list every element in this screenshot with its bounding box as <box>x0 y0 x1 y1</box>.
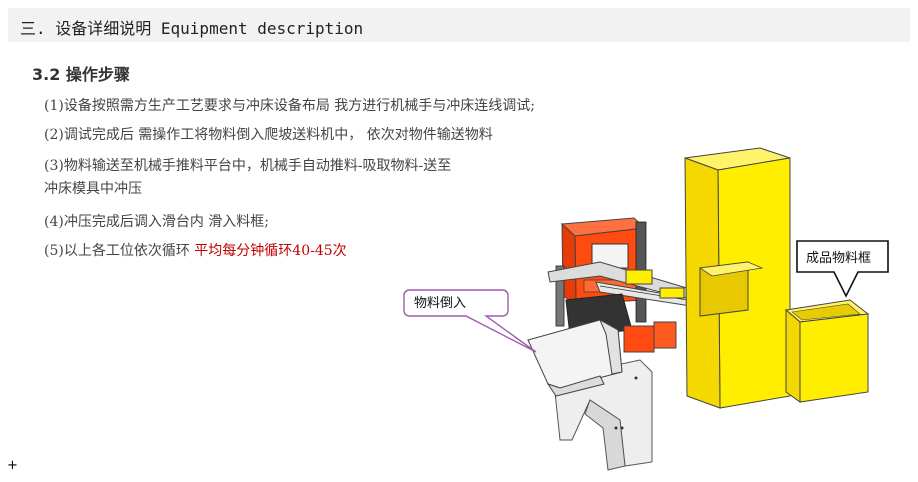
callout-material-in-text: 物料倒入 <box>414 296 466 311</box>
step-4: (4)冲压完成后调入滑台内 滑入料框; <box>44 214 269 230</box>
finished-product-box <box>784 299 870 403</box>
step-3-line-2: 冲床模具中冲压 <box>44 181 142 197</box>
step-5-highlight: 平均每分钟循环40-45次 <box>194 243 347 259</box>
callout-finished-box: 成品物料框 <box>796 240 889 298</box>
section-title: 3.2 操作步骤 <box>32 65 130 84</box>
callout-material-in: 物料倒入 <box>403 289 537 353</box>
motor-blocks <box>623 321 677 353</box>
plus-marker: + <box>7 458 18 473</box>
step-2: (2)调试完成后 需操作工将物料倒入爬坡送料机中， 依次对物件输送物料 <box>44 127 493 143</box>
header-title: 三. 设备详细说明 Equipment description <box>20 19 364 38</box>
step-5: (5)以上各工位依次循环 平均每分钟循环40-45次 <box>44 241 347 261</box>
header-bar: 三. 设备详细说明 Equipment description <box>8 8 910 42</box>
callout-finished-box-text: 成品物料框 <box>806 251 871 266</box>
step-1: (1)设备按照需方生产工艺要求与冲床设备布局 我方进行机械手与冲床连线调试; <box>44 98 535 114</box>
press-frame <box>684 147 791 409</box>
step-5-prefix: (5)以上各工位依次循环 <box>44 243 195 259</box>
feed-hopper <box>527 318 623 397</box>
step-3-line-1: (3)物料输送至机械手推料平台中，机械手自动推料-吸取物料-送至 <box>44 158 452 174</box>
